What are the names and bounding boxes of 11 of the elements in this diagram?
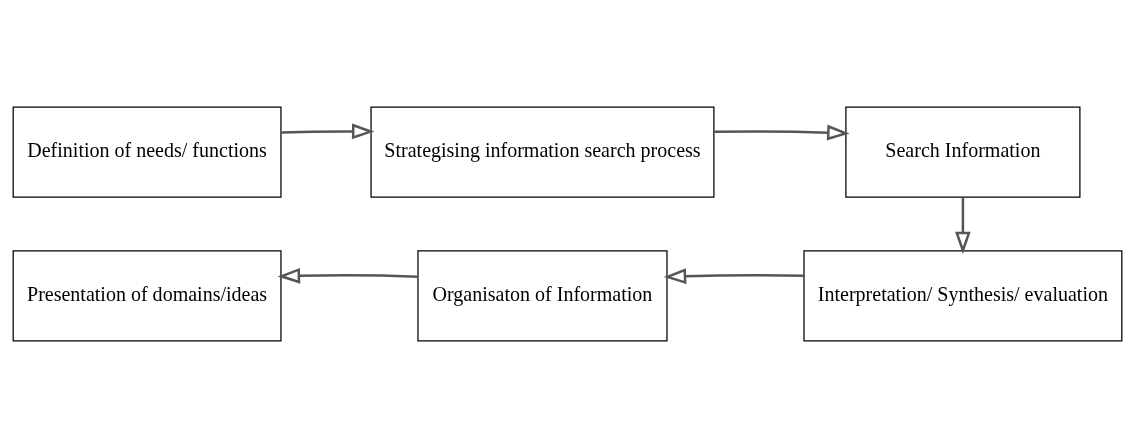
arrow bbox=[277, 267, 418, 284]
node-box: Interpretation/ Synthesis/ evaluation bbox=[803, 250, 1123, 342]
arrow bbox=[281, 123, 375, 140]
node-box: Organisaton of Information bbox=[417, 250, 668, 342]
node-box: Search Information bbox=[845, 106, 1081, 198]
arrow bbox=[663, 268, 804, 285]
node-box: Definition of needs/ functions bbox=[12, 106, 282, 198]
node-box: Strategising information search process bbox=[370, 106, 715, 198]
node-box: Presentation of domains/ideas bbox=[12, 250, 282, 342]
arrow bbox=[714, 124, 850, 141]
arrow bbox=[955, 197, 971, 255]
